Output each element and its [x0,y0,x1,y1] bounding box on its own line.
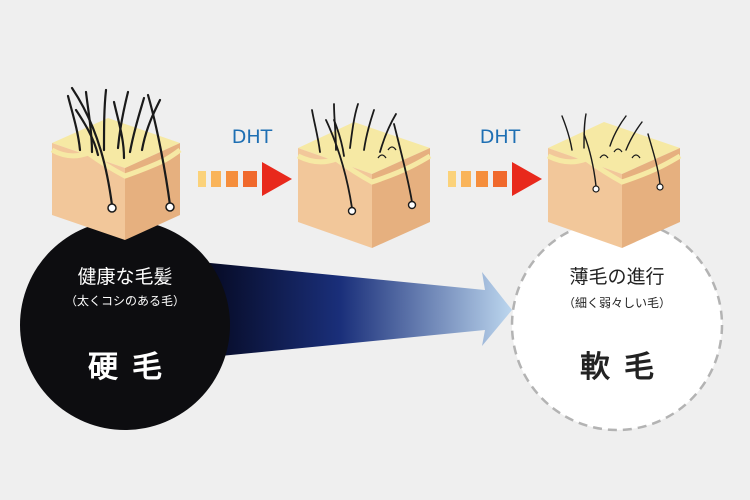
thinning-hair-title: 薄毛の進行 [569,266,665,288]
dht-label-2: DHT [479,126,521,148]
thinning-hair-term: 軟毛 [580,350,668,385]
healthy-hair-title: 健康な毛髪 [77,266,173,288]
thinning-hair-subtitle: （細く弱々しい毛） [562,296,671,310]
healthy-hair-circle [20,220,230,430]
dashed-arrow-right-1 [198,162,292,196]
scalp-block-medium-hair [296,103,432,248]
healthy-hair-subtitle: （太くコシのある毛） [64,294,185,308]
scalp-block-thin-hair [546,113,682,248]
scalp-block-thick-hair [50,86,182,240]
healthy-hair-term: 硬毛 [88,350,176,385]
dashed-arrow-right-2 [448,162,542,196]
dht-label-1: DHT [231,126,273,148]
gradient-arrow-right [200,262,512,358]
thinning-hair-circle [510,218,724,432]
